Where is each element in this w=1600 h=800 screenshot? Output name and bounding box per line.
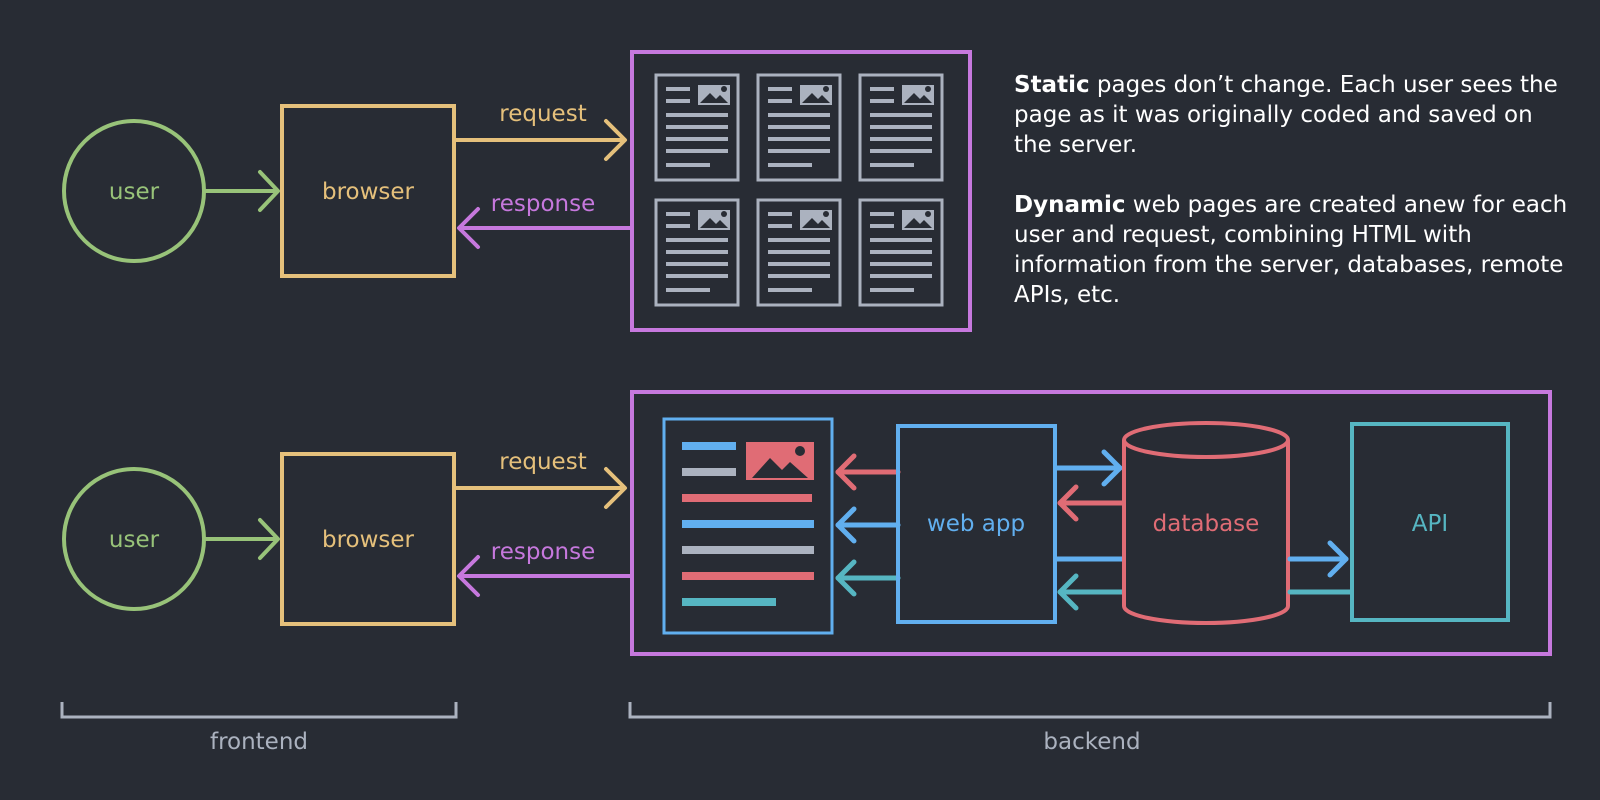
database-to-webapp-arrow bbox=[1057, 484, 1125, 522]
dynamic-user-label: user bbox=[109, 527, 160, 553]
dynamic-term: Dynamic bbox=[1014, 192, 1126, 218]
static-page-icon bbox=[654, 198, 740, 307]
static-page-icon bbox=[756, 73, 842, 182]
frontend-label: frontend bbox=[210, 729, 308, 755]
web-app-node bbox=[896, 424, 1057, 624]
static-term: Static bbox=[1014, 72, 1090, 98]
static-response-arrow bbox=[457, 207, 634, 249]
static-page-icon bbox=[756, 198, 842, 307]
generated-page-icon bbox=[662, 417, 834, 635]
dynamic-response-label: response bbox=[491, 539, 595, 565]
backend-bracket bbox=[628, 702, 1552, 719]
backend-label: backend bbox=[1043, 729, 1140, 755]
webapp-to-database-arrow bbox=[1054, 449, 1123, 487]
dynamic-description: Dynamic web pages are created anew for e… bbox=[1014, 190, 1574, 310]
dynamic-browser-node bbox=[280, 452, 456, 626]
static-page-icon bbox=[858, 73, 944, 182]
static-browser-node bbox=[280, 104, 456, 278]
static-response-label: response bbox=[491, 191, 595, 217]
webapp-to-page-arrow-red bbox=[835, 453, 901, 491]
static-server-box bbox=[630, 50, 972, 332]
database-label: database bbox=[1153, 511, 1260, 537]
dynamic-request-arrow bbox=[454, 467, 627, 509]
dynamic-response-arrow bbox=[457, 555, 634, 597]
frontend-bracket bbox=[60, 702, 458, 719]
static-page-icon bbox=[654, 73, 740, 182]
webapp-to-page-arrow-blue bbox=[835, 506, 901, 544]
database-to-api-arrow bbox=[1287, 540, 1349, 578]
static-user-label: user bbox=[109, 179, 160, 205]
database-node bbox=[1122, 421, 1290, 625]
static-page-icon bbox=[858, 198, 944, 307]
dynamic-user-to-browser-arrow bbox=[202, 518, 280, 560]
dynamic-row: user browser request response bbox=[62, 390, 1552, 656]
dynamic-request-label: request bbox=[499, 449, 586, 475]
static-description: Static pages don’t change. Each user see… bbox=[1014, 70, 1574, 160]
static-request-label: request bbox=[499, 101, 586, 127]
static-user-to-browser-arrow bbox=[202, 170, 280, 212]
webapp-to-page-arrow-teal bbox=[835, 559, 901, 597]
api-to-webapp-arrow bbox=[1057, 573, 1125, 611]
dynamic-server-box bbox=[630, 390, 1552, 656]
static-browser-label: browser bbox=[322, 179, 415, 205]
static-description-text: pages don’t change. Each user sees the p… bbox=[1014, 72, 1558, 158]
api-node bbox=[1350, 422, 1510, 622]
static-request-arrow bbox=[454, 119, 627, 161]
dynamic-browser-label: browser bbox=[322, 527, 415, 553]
static-row: user browser request response bbox=[62, 50, 972, 332]
web-app-label: web app bbox=[927, 511, 1025, 537]
dynamic-description-text: web pages are created anew for each user… bbox=[1014, 192, 1568, 308]
api-label: API bbox=[1412, 511, 1448, 537]
